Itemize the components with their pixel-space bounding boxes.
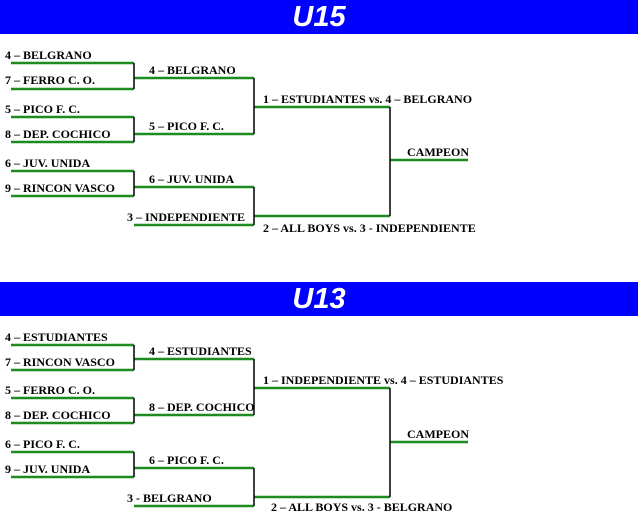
u15-r2-team-2: 5 – PICO F. C.: [149, 119, 224, 133]
u15-r1-team-4: 8 – DEP. COCHICO: [5, 127, 111, 141]
u15-r1-team-2: 7 – FERRO C. O.: [5, 73, 95, 87]
u15-r1-team-6: 9 – RINCON VASCO: [5, 181, 115, 195]
bracket-title-u13: U13: [0, 282, 638, 316]
u13-r1-team-6: 9 – JUV. UNIDA: [5, 462, 91, 476]
u15-champion-label: CAMPEON: [407, 145, 469, 159]
u13-champion-label: CAMPEON: [407, 427, 469, 441]
u13-r2-team-4: 3 - BELGRANO: [127, 491, 212, 505]
u15-r1-team-5: 6 – JUV. UNIDA: [5, 156, 91, 170]
u13-r2-team-3: 6 – PICO F. C.: [149, 453, 224, 467]
u15-r1-team-1: 4 – BELGRANO: [5, 48, 92, 62]
u13-sf-match-1: 1 – INDEPENDIENTE vs. 4 – ESTUDIANTES: [263, 373, 504, 387]
u13-r1-team-4: 8 – DEP. COCHICO: [5, 408, 111, 422]
bracket-title-u15: U15: [0, 0, 638, 34]
u13-r1-team-2: 7 – RINCON VASCO: [5, 355, 115, 369]
u15-r2-team-3: 6 – JUV. UNIDA: [149, 172, 235, 186]
u13-r1-team-1: 4 – ESTUDIANTES: [5, 330, 108, 344]
u15-r1-team-3: 5 – PICO F. C.: [5, 102, 80, 116]
u15-r2-team-1: 4 – BELGRANO: [149, 63, 236, 77]
u15-sf-match-2: 2 – ALL BOYS vs. 3 - INDEPENDIENTE: [263, 221, 476, 235]
u13-r2-team-2: 8 – DEP. COCHICO: [149, 400, 255, 414]
u15-r2-team-4: 3 – INDEPENDIENTE: [127, 210, 246, 224]
u15-sf-match-1: 1 – ESTUDIANTES vs. 4 – BELGRANO: [263, 92, 473, 106]
u13-sf-match-2: 2 – ALL BOYS vs. 3 - BELGRANO: [271, 500, 453, 514]
u13-r1-team-5: 6 – PICO F. C.: [5, 437, 80, 451]
u13-r1-team-3: 5 – FERRO C. O.: [5, 383, 95, 397]
u13-r2-team-1: 4 – ESTUDIANTES: [149, 344, 252, 358]
